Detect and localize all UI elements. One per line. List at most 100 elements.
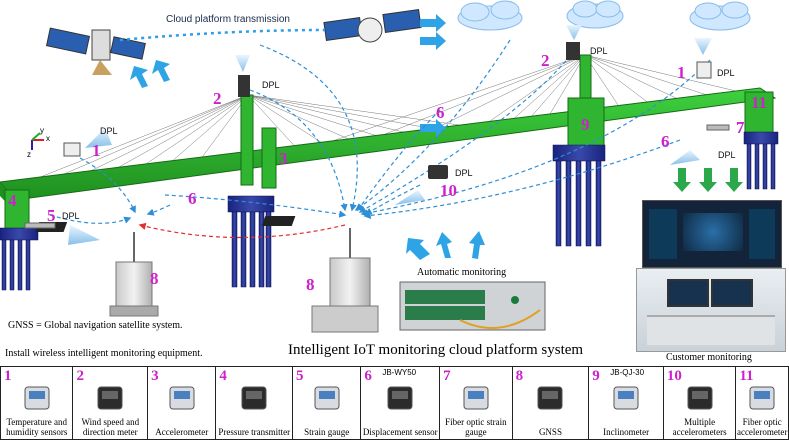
legend-label: Wind speed and direction meter — [81, 417, 140, 437]
legend-label: Strain gauge — [304, 427, 350, 437]
legend-number: 8 — [515, 368, 524, 384]
marker-6-mid: 6 — [436, 103, 445, 122]
customer-arrows — [673, 168, 743, 192]
cloud-icon — [457, 0, 751, 31]
pier-foundations — [0, 131, 779, 291]
bridge-monitoring-scene — [0, 0, 779, 333]
legend-number: 7 — [443, 368, 451, 384]
bridge-girder — [0, 87, 777, 201]
marker-5: 5 — [47, 206, 56, 225]
legend-number: 10 — [666, 368, 682, 384]
marker-8-center: 8 — [306, 275, 315, 294]
legend-number: 1 — [4, 368, 12, 384]
dpl-cones — [68, 25, 712, 245]
legend-number: 3 — [151, 368, 159, 384]
gnss-station-center — [261, 216, 379, 333]
wireless-signal-lines — [49, 39, 711, 224]
marker-6-left: 6 — [188, 189, 197, 208]
platform-title: Intelligent IoT monitoring cloud platfor… — [288, 342, 584, 358]
fiber-strain-gauge-icon — [463, 386, 489, 410]
axis-icon — [31, 132, 44, 150]
dpl-label: DPL — [718, 150, 736, 160]
gnss-icon — [537, 386, 563, 410]
marker-2-right: 2 — [541, 51, 550, 70]
legend-label: Pressure transmitter — [218, 427, 291, 437]
legend-label: Fiber optic strain gauge — [445, 417, 507, 437]
gnss-station-left — [35, 222, 159, 317]
marker-4: 4 — [8, 191, 17, 210]
anemometer-icon — [97, 386, 123, 410]
thermo-hygrometer-icon — [24, 386, 50, 410]
marker-1-left: 1 — [92, 141, 101, 160]
dpl-label: DPL — [455, 168, 473, 178]
automatic-monitoring-box — [399, 281, 546, 331]
automatic-monitoring-label: Automatic monitoring — [417, 267, 507, 278]
satellite-right-icon — [323, 9, 422, 43]
pressure-transmitter-icon — [241, 386, 267, 410]
tower-left — [240, 94, 254, 186]
dpl-label: DPL — [62, 211, 80, 221]
cloud-transmission-link — [119, 28, 326, 42]
legend-label: Displacement sensor — [362, 427, 438, 437]
tower-mid — [261, 127, 277, 189]
axis-y-label: y — [40, 126, 44, 135]
marker-3: 3 — [279, 149, 288, 168]
cloud-transmission-label: Cloud platform transmission — [166, 14, 290, 25]
strain-gauge-icon — [314, 386, 340, 410]
axis-z-label: z — [27, 150, 31, 159]
legend-label: Accelerometer — [155, 427, 209, 437]
legend-model-code: JB-WY50 — [382, 368, 417, 377]
marker-1-right: 1 — [677, 63, 686, 82]
marker-9: 9 — [581, 115, 590, 134]
automatic-monitoring-arrows — [406, 231, 485, 260]
displacement-sensor-icon — [387, 386, 413, 410]
marker-2-left: 2 — [213, 89, 222, 108]
dpl-label: DPL — [100, 126, 118, 136]
axis-x-label: x — [46, 134, 50, 143]
monitoring-workstation — [636, 268, 786, 352]
inclinometer-icon — [613, 386, 639, 410]
satellite-left-icon — [45, 27, 146, 75]
legend-number: 11 — [739, 368, 754, 384]
legend-number: 5 — [296, 368, 304, 384]
legend-number: 4 — [219, 368, 227, 384]
data-flow-arrows — [130, 14, 446, 137]
marker-11: 11 — [751, 93, 768, 112]
gnss-note: GNSS = Global navigation satellite syste… — [8, 320, 183, 331]
marker-6-right: 6 — [661, 132, 670, 151]
marker-8-left: 8 — [150, 269, 159, 288]
legend-label: Multiple accelerometers — [672, 417, 727, 437]
dpl-label: DPL — [590, 46, 608, 56]
install-note: Install wireless intelligent monitoring … — [5, 348, 203, 359]
marker-10: 10 — [440, 181, 457, 200]
dpl-label: DPL — [262, 80, 280, 90]
fiber-accelerometer-icon — [749, 386, 775, 410]
sensor-units — [24, 42, 730, 229]
dashboard-screen — [642, 200, 782, 268]
legend-number: 6 — [364, 368, 372, 384]
multi-accelerometer-icon — [687, 386, 713, 410]
stay-cables — [19, 54, 741, 186]
legend-label: GNSS — [538, 427, 562, 437]
legend-number: 2 — [76, 368, 84, 384]
accelerometer-icon — [169, 386, 195, 410]
legend-label: Fiber optic accelerometer — [736, 417, 788, 437]
marker-7: 7 — [736, 118, 745, 137]
legend-label: Inclinometer — [603, 427, 650, 437]
legend-label: Temperature and humidity sensors — [6, 417, 68, 437]
customer-monitoring-label: Customer monitoring — [666, 352, 752, 363]
dpl-label: DPL — [717, 68, 735, 78]
legend-model-code: JB-QJ-30 — [610, 368, 645, 377]
